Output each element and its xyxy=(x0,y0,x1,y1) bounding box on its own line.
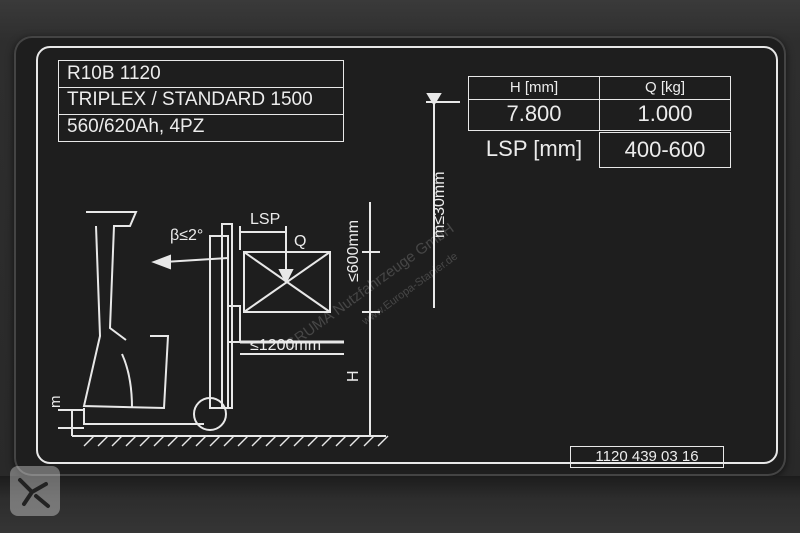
max-height-label: ≤600mm xyxy=(345,220,362,282)
ground-hatching xyxy=(83,435,389,447)
mast xyxy=(209,235,229,409)
table-header-q: Q [kg] xyxy=(599,76,731,100)
seat xyxy=(121,353,133,409)
overhead-guard xyxy=(86,211,138,341)
spec-line-mast: TRIPLEX / STANDARD 1500 xyxy=(58,87,344,115)
ground-clearance-label: m xyxy=(47,396,64,409)
table-label-lsp: LSP [mm] xyxy=(485,136,583,161)
tilt-label: β≤2° xyxy=(170,227,203,244)
lsp-label: LSP xyxy=(250,211,280,228)
clearance-label: m≤30mm xyxy=(431,171,448,238)
truck-panel-bottom xyxy=(0,476,800,533)
chassis xyxy=(83,408,204,425)
tilt-arrow xyxy=(163,257,229,263)
table-value-lsp: 400-600 xyxy=(599,132,731,168)
truck-body xyxy=(82,225,170,410)
table-value-q: 1.000 xyxy=(599,99,731,131)
spec-line-model: R10B 1120 xyxy=(58,60,344,88)
capacity-plate: R10B 1120 TRIPLEX / STANDARD 1500 560/62… xyxy=(14,36,786,476)
carriage xyxy=(228,305,241,343)
table-value-h: 7.800 xyxy=(468,99,600,131)
watermark-logo xyxy=(10,466,60,516)
forklift-diagram: β≤2° LSP Q ≤1200mm H ≤600mm m≤30mm m xyxy=(47,93,460,447)
spec-line-battery: 560/620Ah, 4PZ xyxy=(58,114,344,142)
load-label: Q xyxy=(294,233,306,250)
height-label: H xyxy=(345,370,362,382)
serial-number: 1120 439 03 16 xyxy=(570,446,724,468)
width-label: ≤1200mm xyxy=(250,337,321,354)
plate-border xyxy=(36,46,778,464)
load-wheel xyxy=(193,397,227,431)
